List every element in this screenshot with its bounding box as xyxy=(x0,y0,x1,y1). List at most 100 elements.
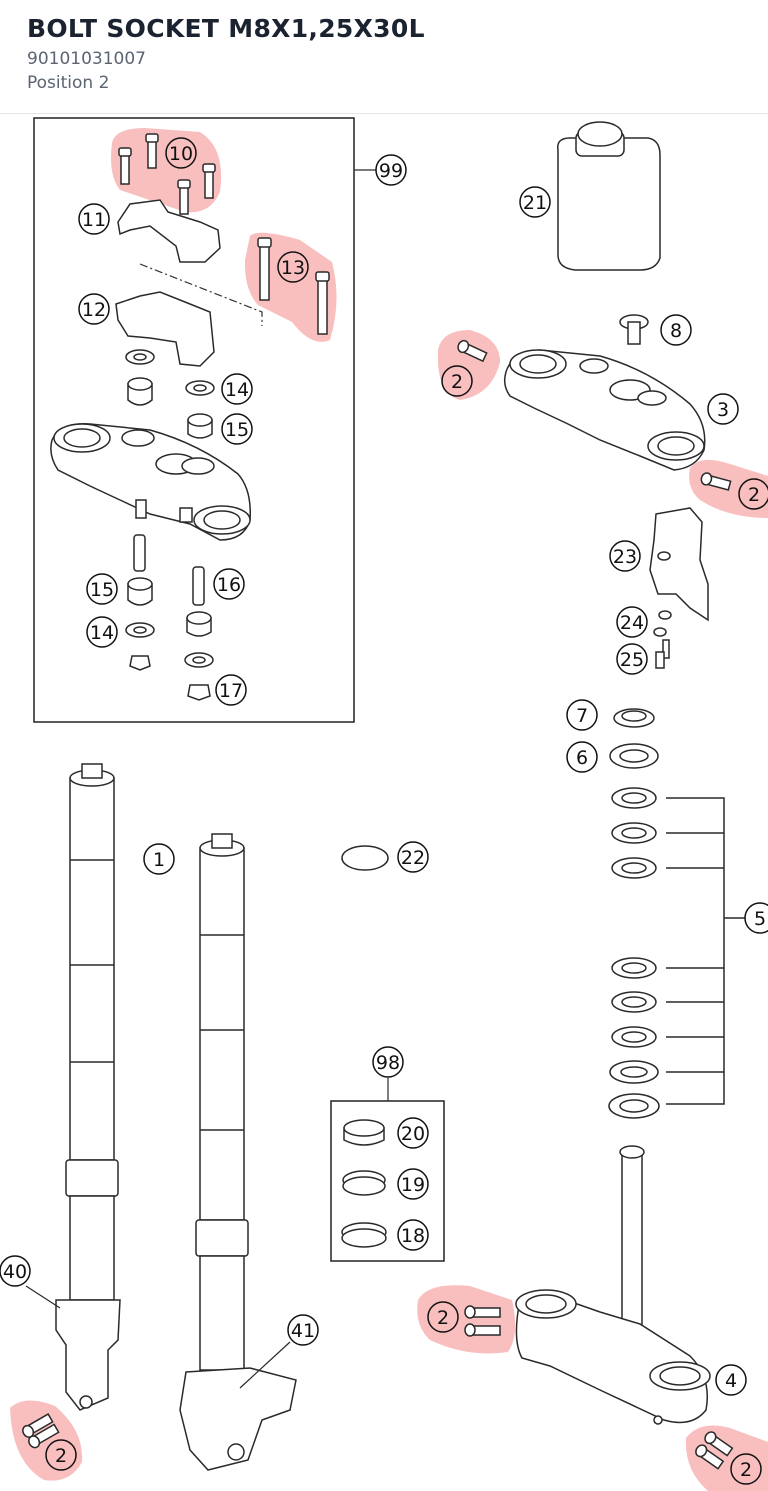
callout-21[interactable]: 21 xyxy=(519,186,551,218)
callout-4[interactable]: 4 xyxy=(715,1364,747,1396)
washer-6 xyxy=(609,743,659,769)
leader-40 xyxy=(25,1285,61,1309)
kit-99-frame xyxy=(33,117,355,723)
kit-98 xyxy=(330,1078,445,1262)
callout-2b[interactable]: 2 xyxy=(738,478,768,510)
o-ring-22 xyxy=(341,845,389,871)
bracket-23 xyxy=(649,507,709,622)
bolt-8 xyxy=(619,314,649,345)
svg-text:5: 5 xyxy=(754,908,766,930)
svg-text:4: 4 xyxy=(725,1370,737,1392)
svg-text:24: 24 xyxy=(620,612,644,634)
callout-20[interactable]: 20 xyxy=(397,1117,429,1149)
svg-text:19: 19 xyxy=(401,1174,425,1196)
highlight-layer xyxy=(10,128,768,1491)
svg-text:40: 40 xyxy=(3,1261,27,1283)
svg-text:15: 15 xyxy=(90,579,114,601)
leader-dash xyxy=(139,263,263,326)
svg-text:10: 10 xyxy=(169,143,193,165)
callout-17[interactable]: 17 xyxy=(215,674,247,706)
part-number: 90101031007 xyxy=(27,49,146,69)
svg-text:17: 17 xyxy=(219,680,243,702)
svg-text:14: 14 xyxy=(90,622,114,644)
callout-13[interactable]: 13 xyxy=(277,251,309,283)
svg-text:20: 20 xyxy=(401,1123,425,1145)
callout-98[interactable]: 98 xyxy=(372,1046,404,1078)
svg-text:2: 2 xyxy=(748,484,760,506)
highlight-2d xyxy=(10,1400,83,1481)
highlight-10 xyxy=(111,128,222,213)
svg-text:23: 23 xyxy=(613,546,637,568)
part-header: BOLT SOCKET M8X1,25X30L 90101031007 Posi… xyxy=(0,0,768,114)
callout-24[interactable]: 24 xyxy=(616,606,648,638)
callout-2e[interactable]: 2 xyxy=(730,1453,762,1485)
callout-2c[interactable]: 2 xyxy=(427,1301,459,1333)
svg-text:25: 25 xyxy=(620,649,644,671)
callout-25[interactable]: 25 xyxy=(616,643,648,675)
svg-text:14: 14 xyxy=(225,379,249,401)
callout-19[interactable]: 19 xyxy=(397,1168,429,1200)
callout-16[interactable]: 16 xyxy=(213,568,245,600)
callout-7[interactable]: 7 xyxy=(566,699,598,731)
callout-14b[interactable]: 14 xyxy=(86,616,118,648)
lower-kit-parts xyxy=(125,534,214,701)
callout-6[interactable]: 6 xyxy=(566,741,598,773)
callout-10[interactable]: 10 xyxy=(165,137,197,169)
highlight-2a xyxy=(437,330,500,400)
svg-text:11: 11 xyxy=(82,209,106,231)
svg-text:8: 8 xyxy=(670,320,682,342)
callout-22[interactable]: 22 xyxy=(397,841,429,873)
callout-15a[interactable]: 15 xyxy=(221,413,253,445)
washer-24 xyxy=(653,610,672,637)
oil-can-21 xyxy=(557,121,661,271)
callout-8[interactable]: 8 xyxy=(660,314,692,346)
callout-3[interactable]: 3 xyxy=(707,393,739,425)
callout-23[interactable]: 23 xyxy=(609,540,641,572)
callout-11[interactable]: 11 xyxy=(78,203,110,235)
svg-text:18: 18 xyxy=(401,1225,425,1247)
bolts-2-lower-right xyxy=(695,1431,734,1470)
bolts-2-lower-left xyxy=(22,1413,60,1449)
svg-text:15: 15 xyxy=(225,419,249,441)
callout-1[interactable]: 1 xyxy=(143,843,175,875)
washers-kit-top xyxy=(125,349,215,439)
callout-41[interactable]: 41 xyxy=(287,1314,319,1346)
callout-2a[interactable]: 2 xyxy=(441,365,473,397)
callout-15b[interactable]: 15 xyxy=(86,573,118,605)
svg-text:21: 21 xyxy=(523,192,547,214)
svg-text:16: 16 xyxy=(217,574,241,596)
part-title: BOLT SOCKET M8X1,25X30L xyxy=(27,14,425,43)
svg-text:13: 13 xyxy=(281,257,305,279)
leader-41 xyxy=(239,1341,291,1389)
svg-text:22: 22 xyxy=(401,847,425,869)
svg-text:7: 7 xyxy=(576,705,588,727)
svg-text:41: 41 xyxy=(291,1320,315,1342)
svg-text:3: 3 xyxy=(717,399,729,421)
callout-40[interactable]: 40 xyxy=(0,1255,31,1287)
svg-text:1: 1 xyxy=(153,849,165,871)
clamp-bottom-12 xyxy=(115,291,215,367)
svg-text:98: 98 xyxy=(376,1052,400,1074)
clamp-top-11 xyxy=(117,199,221,263)
bearing-kit-5 xyxy=(608,787,746,1119)
svg-text:12: 12 xyxy=(82,299,106,321)
exploded-diagram: 10 11 12 13 14 15 15 16 14 17 99 21 8 2 … xyxy=(0,117,768,1491)
fork-leg-2 xyxy=(179,833,297,1471)
callout-14a[interactable]: 14 xyxy=(221,373,253,405)
bolt-25 xyxy=(655,639,670,669)
svg-text:2: 2 xyxy=(740,1459,752,1481)
bolts-13 xyxy=(257,237,330,335)
nut-7 xyxy=(613,708,655,728)
callout-5[interactable]: 5 xyxy=(744,902,768,934)
svg-text:2: 2 xyxy=(437,1307,449,1329)
callout-2d[interactable]: 2 xyxy=(45,1439,77,1471)
svg-text:2: 2 xyxy=(55,1445,67,1467)
svg-text:6: 6 xyxy=(576,747,588,769)
svg-text:99: 99 xyxy=(379,160,403,182)
callout-18[interactable]: 18 xyxy=(397,1219,429,1251)
bolts-10 xyxy=(118,133,216,215)
callout-12[interactable]: 12 xyxy=(78,293,110,325)
callout-99[interactable]: 99 xyxy=(375,154,407,186)
bolts-2-top xyxy=(457,339,732,491)
bolts-2-lower-middle xyxy=(464,1305,501,1337)
